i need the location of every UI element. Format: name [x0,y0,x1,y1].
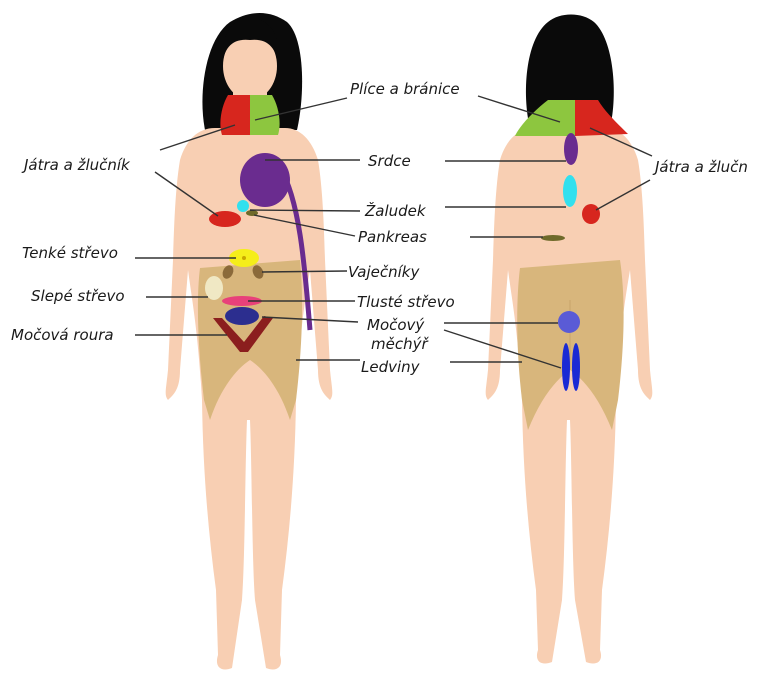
front-torso [166,128,333,669]
front-figure [135,13,360,669]
front-bladder [225,307,259,325]
back-kidney-left [562,343,570,391]
back-stomach [563,175,577,207]
back-neck-green [515,100,575,136]
leader-zaludek-front [250,210,360,211]
label-jatra-front: Játra a žlučník [24,156,130,174]
back-figure [444,15,652,664]
leader-vajecniky [262,271,347,272]
back-liver [582,204,600,224]
back-torso [486,128,653,664]
label-vajecniky: Vaječníky [348,263,419,281]
label-slepe: Slepé střevo [31,287,125,305]
front-small-intestine-center [242,256,246,260]
back-kidney-right [572,343,580,391]
back-neck-red [575,100,628,136]
label-srdce: Srdce [368,152,411,170]
front-stomach [237,200,249,212]
front-heart [240,153,290,207]
label-mocovy: Močový [367,316,424,334]
back-pancreas [541,235,565,241]
label-pankreas: Pankreas [358,228,427,246]
label-tenke: Tenké střevo [22,244,118,262]
label-ledviny: Ledviny [361,358,420,376]
label-tluste: Tlusté střevo [357,293,455,311]
label-jatra-back: Játra a žlučn [655,158,748,176]
label-zaludek: Žaludek [365,202,426,220]
label-mechyr: měchýř [371,335,428,353]
back-bladder [558,311,580,333]
label-pluca: Plíce a bránice [350,80,460,98]
label-mocova-roura: Močová roura [11,326,114,344]
back-heart [564,133,578,165]
